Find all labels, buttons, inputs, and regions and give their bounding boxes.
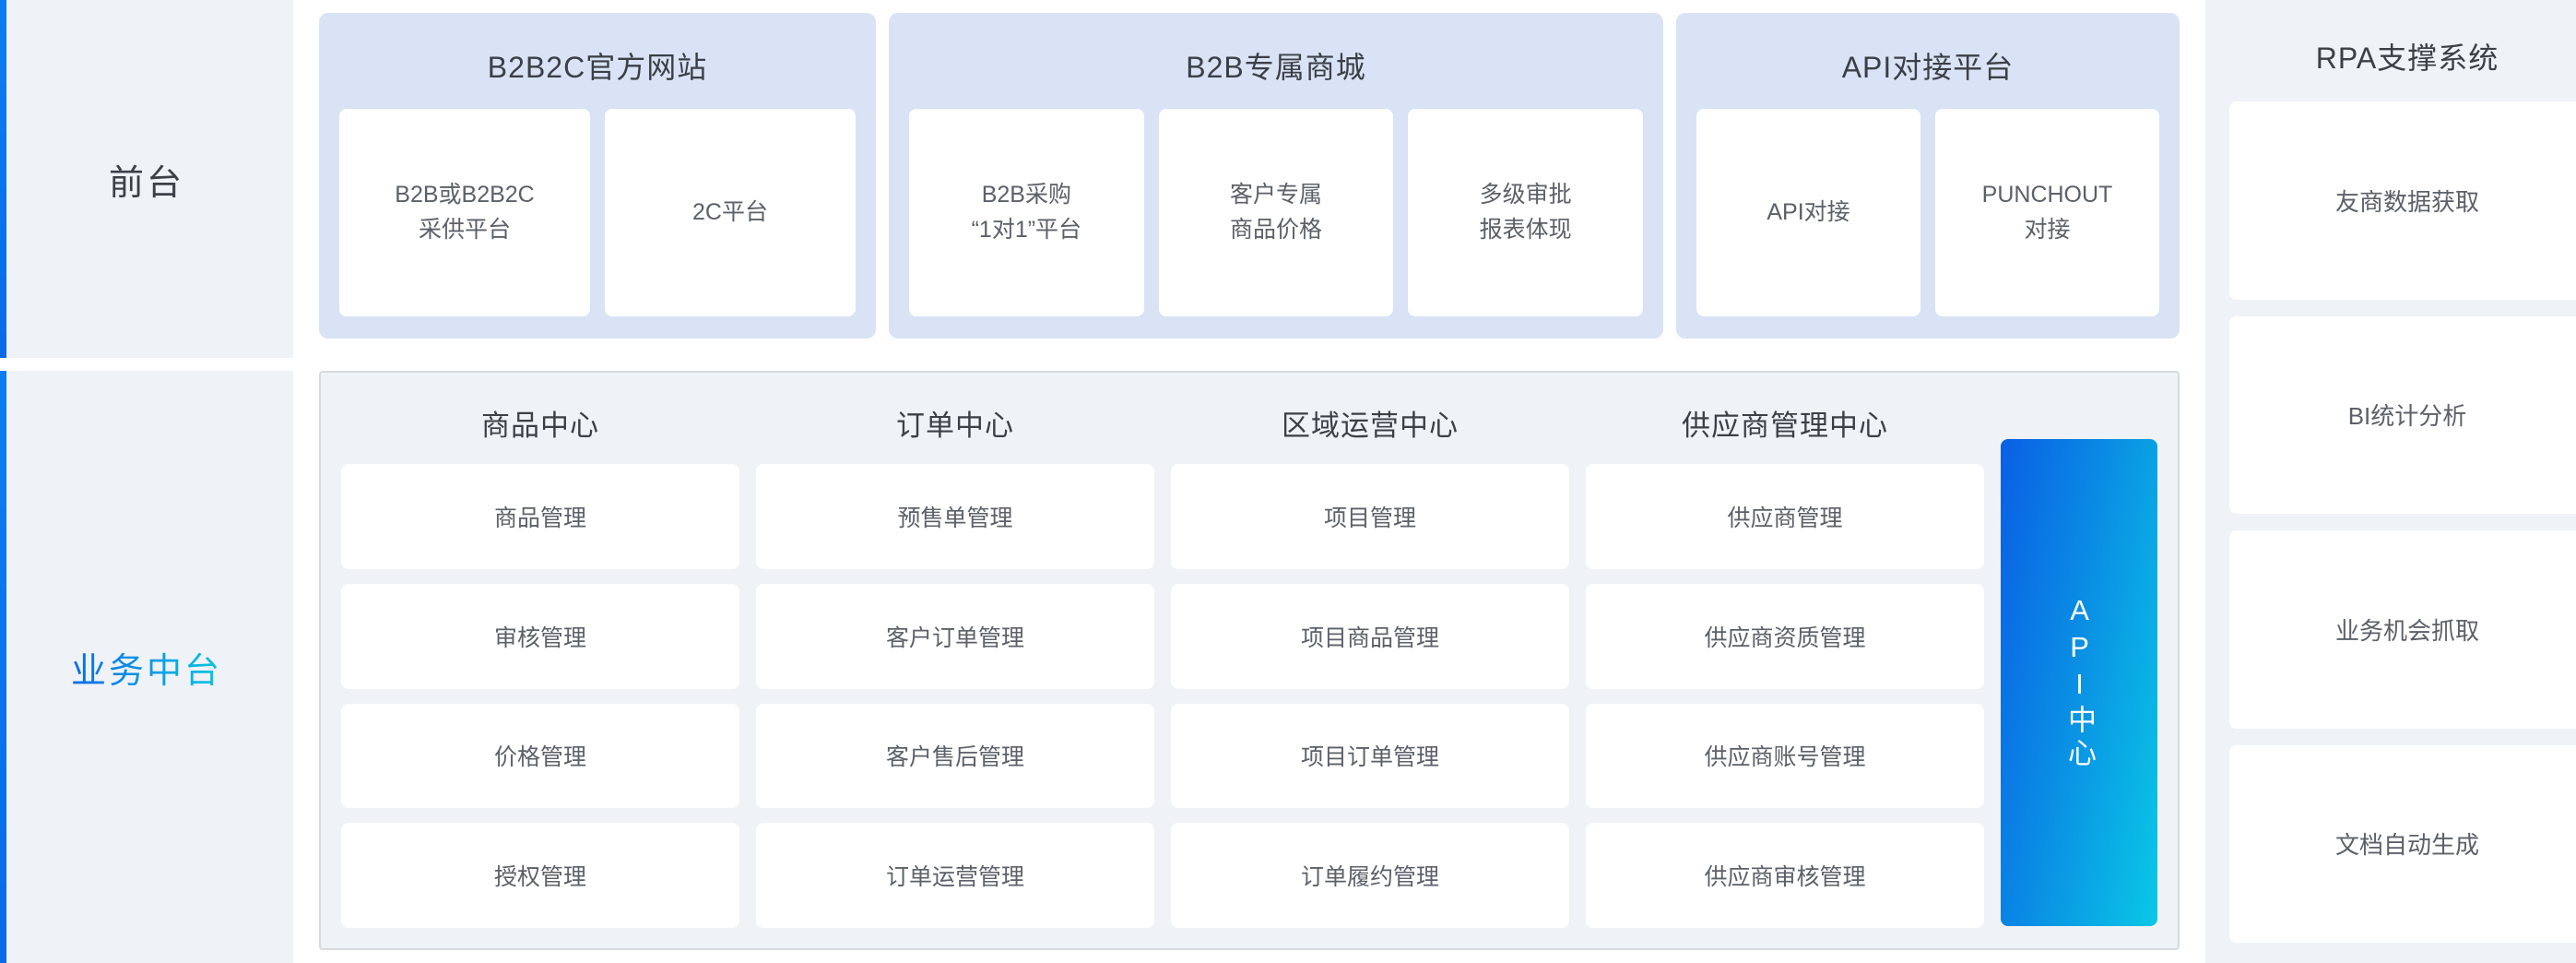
middle-card-customer-order[interactable]: 客户订单管理 — [756, 583, 1154, 689]
middle-card-customer-aftersales[interactable]: 客户售后管理 — [756, 703, 1154, 809]
middle-card-project-order[interactable]: 项目订单管理 — [1171, 703, 1569, 809]
middle-card-supplier-qualification[interactable]: 供应商资质管理 — [1586, 583, 1984, 689]
middle-card-product-authorization[interactable]: 授权管理 — [341, 823, 739, 928]
middle-card-order-fulfillment[interactable]: 订单履约管理 — [1171, 823, 1569, 928]
middle-stage-row: 商品中心 商品管理 审核管理 价格管理 授权管理 订单中心 预售单管理 客户订单… — [306, 358, 2192, 963]
front-group-api-platform: API对接平台 API对接 PUNCHOUT 对接 — [1676, 13, 2180, 339]
rpa-support-cards: 友商数据获取 BI统计分析 业务机会抓取 文档自动生成 — [2229, 101, 2576, 943]
front-group-website: B2B2C官方网站 B2B或B2B2C 采供平台 2C平台 — [319, 13, 876, 339]
middle-card-project-product[interactable]: 项目商品管理 — [1171, 583, 1569, 689]
middle-center-order: 订单中心 预售单管理 客户订单管理 客户售后管理 订单运营管理 — [756, 389, 1154, 928]
stage-label-middle-text: 业务中台 — [71, 642, 222, 693]
middle-card-supplier-account[interactable]: 供应商账号管理 — [1586, 703, 1984, 809]
front-group-website-cards: B2B或B2B2C 采供平台 2C平台 — [339, 109, 856, 316]
stage-label-rail: 前台 业务中台 — [0, 0, 293, 963]
front-card-api-integration[interactable]: API对接 — [1696, 109, 1920, 316]
rpa-card-competitor-data[interactable]: 友商数据获取 — [2229, 101, 2576, 300]
middle-center-product-title: 商品中心 — [481, 410, 599, 442]
front-card-punchout-integration[interactable]: PUNCHOUT 对接 — [1935, 109, 2159, 316]
front-group-api-platform-title: API对接平台 — [1841, 51, 2015, 84]
middle-center-supplier-cards: 供应商管理 供应商资质管理 供应商账号管理 供应商审核管理 — [1586, 464, 1984, 928]
front-card-b2b-b2b2c-procurement[interactable]: B2B或B2B2C 采供平台 — [339, 109, 590, 316]
middle-platform-panel: 商品中心 商品管理 审核管理 价格管理 授权管理 订单中心 预售单管理 客户订单… — [319, 371, 2180, 950]
rpa-card-bi-analytics[interactable]: BI统计分析 — [2229, 315, 2576, 514]
middle-card-order-operations[interactable]: 订单运营管理 — [756, 823, 1154, 928]
stage-label-front: 前台 — [0, 0, 293, 358]
middle-center-order-cards: 预售单管理 客户订单管理 客户售后管理 订单运营管理 — [756, 464, 1154, 928]
stage-label-middle: 业务中台 — [0, 371, 293, 963]
front-card-2c-platform[interactable]: 2C平台 — [605, 109, 856, 316]
rpa-support-column: RPA支撑系统 友商数据获取 BI统计分析 业务机会抓取 文档自动生成 — [2205, 0, 2576, 963]
middle-card-project-management[interactable]: 项目管理 — [1171, 464, 1569, 569]
middle-center-supplier: 供应商管理中心 供应商管理 供应商资质管理 供应商账号管理 供应商审核管理 — [1586, 389, 1984, 928]
middle-center-product: 商品中心 商品管理 审核管理 价格管理 授权管理 — [341, 389, 739, 928]
front-group-website-title: B2B2C官方网站 — [487, 51, 708, 84]
middle-card-presale-order[interactable]: 预售单管理 — [756, 464, 1154, 569]
front-stage-row: B2B2C官方网站 B2B或B2B2C 采供平台 2C平台 B2B专属商城 B2… — [306, 0, 2192, 358]
front-card-customer-exclusive-price[interactable]: 客户专属 商品价格 — [1158, 109, 1394, 316]
middle-center-region: 区域运营中心 项目管理 项目商品管理 项目订单管理 订单履约管理 — [1171, 389, 1569, 928]
middle-card-product-price[interactable]: 价格管理 — [341, 703, 739, 809]
front-group-b2b-mall-cards: B2B采购 “1对1”平台 客户专属 商品价格 多级审批 报表体现 — [909, 109, 1644, 316]
front-group-api-platform-cards: API对接 PUNCHOUT 对接 — [1696, 109, 2159, 316]
stage-label-front-text: 前台 — [108, 163, 184, 203]
front-card-multilevel-approval-report[interactable]: 多级审批 报表体现 — [1408, 109, 1644, 316]
rpa-card-opportunity-capture[interactable]: 业务机会抓取 — [2229, 530, 2576, 729]
middle-card-product-management[interactable]: 商品管理 — [341, 464, 739, 569]
rpa-card-document-generation[interactable]: 文档自动生成 — [2229, 744, 2576, 943]
rpa-support-title: RPA支撑系统 — [2315, 42, 2499, 75]
middle-center-order-title: 订单中心 — [896, 410, 1014, 442]
api-center-panel[interactable]: API中心 — [2001, 439, 2157, 926]
middle-center-supplier-title: 供应商管理中心 — [1682, 410, 1888, 442]
front-group-b2b-mall-title: B2B专属商城 — [1186, 51, 1366, 84]
middle-card-product-review[interactable]: 审核管理 — [341, 583, 739, 689]
rail-divider — [0, 358, 293, 371]
front-group-b2b-mall: B2B专属商城 B2B采购 “1对1”平台 客户专属 商品价格 多级审批 报表体… — [889, 13, 1663, 339]
middle-card-supplier-management[interactable]: 供应商管理 — [1586, 464, 1984, 569]
api-center-label: API中心 — [2063, 594, 2097, 771]
middle-center-product-cards: 商品管理 审核管理 价格管理 授权管理 — [341, 464, 739, 928]
middle-card-supplier-review[interactable]: 供应商审核管理 — [1586, 823, 1984, 928]
middle-center-region-title: 区域运营中心 — [1282, 410, 1459, 442]
front-card-b2b-one-to-one[interactable]: B2B采购 “1对1”平台 — [909, 109, 1144, 316]
diagram-center-column: B2B2C官方网站 B2B或B2B2C 采供平台 2C平台 B2B专属商城 B2… — [293, 0, 2192, 963]
middle-center-region-cards: 项目管理 项目商品管理 项目订单管理 订单履约管理 — [1171, 464, 1569, 928]
